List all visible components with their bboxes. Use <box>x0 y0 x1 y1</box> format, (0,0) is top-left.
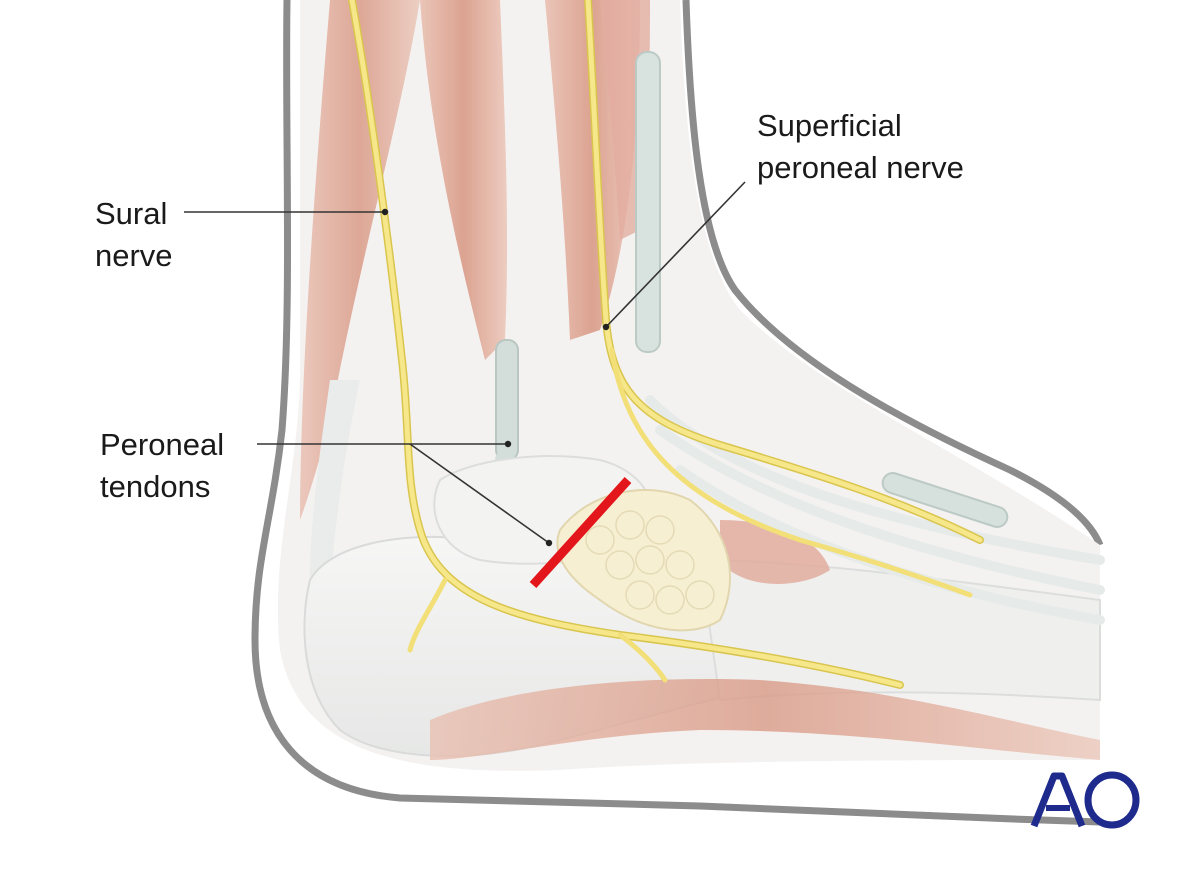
label-superficial-peroneal-nerve: Superficial peroneal nerve <box>757 105 964 189</box>
leader-superficial <box>605 181 746 328</box>
label-superficial-line-2: peroneal nerve <box>757 150 964 185</box>
muscle-peroneus <box>420 0 508 360</box>
fat-lobules <box>585 510 715 615</box>
sural-nerve-branch-lateral <box>617 632 668 683</box>
label-superficial-line-1: Superficial <box>757 108 902 143</box>
label-sural-line-2: nerve <box>95 238 173 273</box>
leader-dots <box>381 208 610 547</box>
skin-outline <box>251 0 1101 826</box>
skin-outline-front <box>682 0 1104 547</box>
label-peroneal-line-2: tendons <box>100 469 211 504</box>
label-sural-nerve: Sural nerve <box>95 193 173 277</box>
label-peroneal-tendons: Peroneal tendons <box>100 424 224 508</box>
sural-nerve-branch <box>407 577 448 653</box>
tendon-achilles <box>310 380 360 590</box>
superficial-peroneal-nerve-branch <box>609 347 973 598</box>
leader-lines <box>184 181 746 544</box>
muscle-extensor-brevis <box>720 520 830 584</box>
tendon-anterior-sheath <box>635 51 661 353</box>
leader-peroneal-diagonal <box>409 443 550 544</box>
label-sural-line-1: Sural <box>95 196 168 231</box>
tendon-sheath-dorsal <box>881 472 1009 528</box>
muscle-abductor <box>430 679 1100 760</box>
ao-logo <box>1030 771 1140 829</box>
incision-line <box>529 476 632 589</box>
sinus-tarsi-fat-pad <box>556 489 731 632</box>
label-peroneal-line-1: Peroneal <box>100 427 225 462</box>
